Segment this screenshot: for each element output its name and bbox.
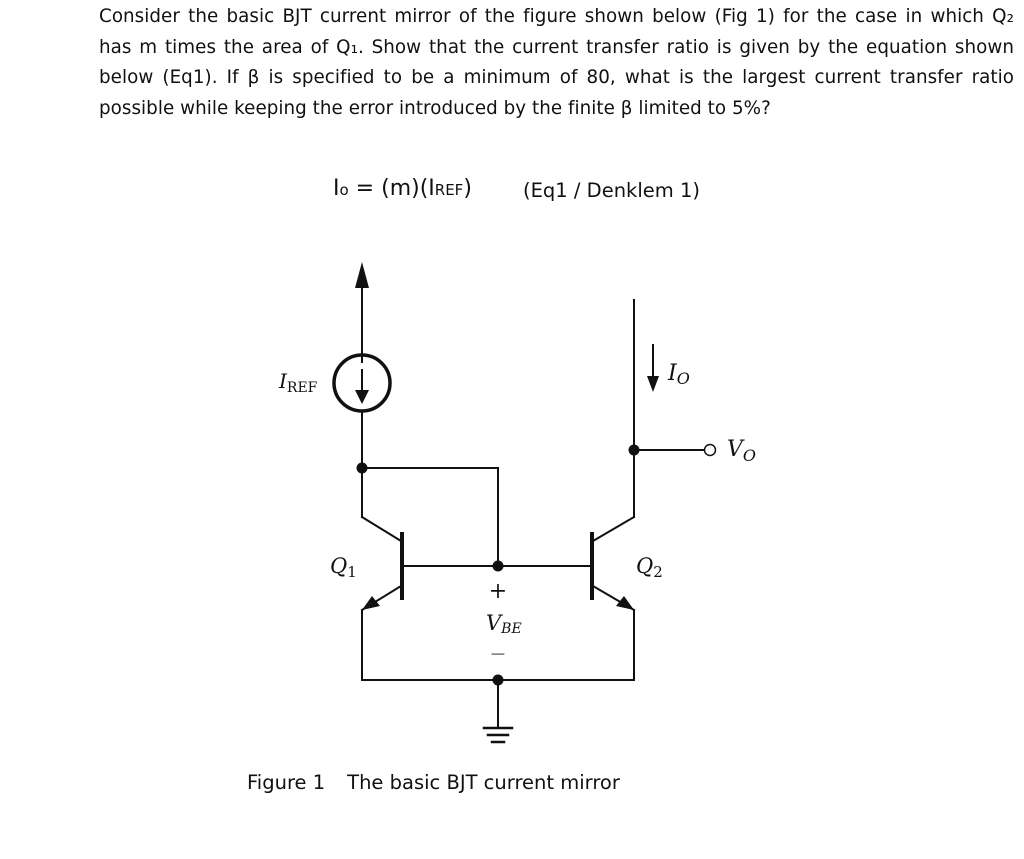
problem-line-1: Consider the basic BJT current mirror of… [99, 6, 1014, 27]
label-io: IO [667, 361, 690, 388]
problem-line-2: has m times the area of Q₁. Show that th… [99, 36, 1014, 58]
io-down-arrow-icon [647, 376, 659, 392]
problem-statement: Consider the basic BJT current mirror of… [99, 2, 1014, 124]
label-q1: Q1 [330, 554, 357, 581]
equation-rhs-end: ) [463, 176, 472, 201]
q1-emitter-arrow-icon [362, 596, 380, 610]
figure-caption-text: The basic BJT current mirror [347, 771, 620, 794]
q1-collector-diagonal [360, 515, 403, 543]
figure-caption: Figure 1 The basic BJT current mirror [247, 771, 620, 794]
problem-line-3: below (Eq1). If β is specified to be a m… [99, 67, 1014, 88]
label-iref: IREF [278, 369, 318, 396]
problem-line-4: possible while keeping the error introdu… [99, 97, 771, 119]
junction-base-node [492, 560, 504, 572]
equation-eq1: Io = (m)(IREF) [333, 176, 472, 201]
equation-rhs-subscript: REF [434, 181, 464, 199]
q2-collector-diagonal [591, 515, 636, 543]
junction-ground-node [492, 674, 504, 686]
iref-source-arrow-icon [355, 390, 369, 404]
label-vbe-minus: — [491, 646, 505, 662]
label-vbe-plus: + [489, 579, 507, 604]
q2-emitter-arrow-icon [616, 596, 634, 610]
iref-up-arrow-icon [355, 262, 369, 288]
equation-lhs-subscript: o [339, 181, 349, 199]
junction-output-node [628, 444, 640, 456]
output-terminal [703, 443, 717, 457]
equation-rhs-start: = (m)(I [348, 176, 435, 201]
label-vo: VO [727, 437, 756, 465]
label-vbe: VBE [486, 611, 522, 637]
junction-collector-node [356, 462, 368, 474]
equation-label: (Eq1 / Denklem 1) [523, 179, 700, 202]
label-q2: Q2 [636, 554, 663, 581]
equation-lhs: I [333, 176, 340, 201]
figure-caption-number: Figure 1 [247, 771, 326, 794]
